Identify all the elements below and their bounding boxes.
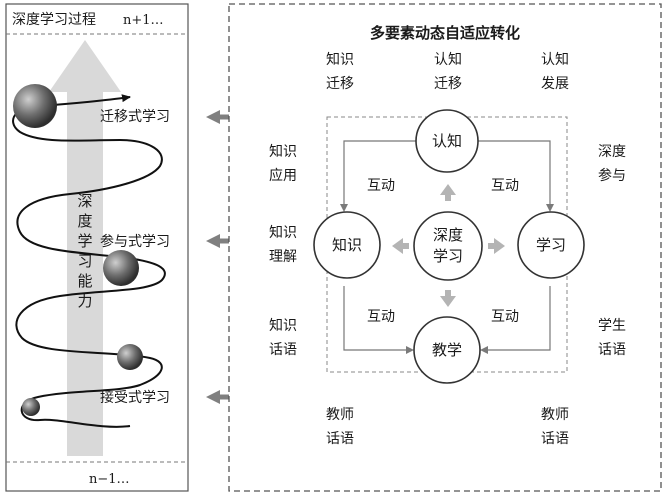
outer-label-4-line2: 应用 [269, 167, 297, 184]
outer-label-1-line1: 知识 [326, 51, 354, 68]
outer-label-5-line2: 参与 [598, 167, 626, 184]
node-top: 认知 [415, 109, 479, 173]
ability-arrow [49, 40, 121, 456]
stage-arrow-2 [206, 234, 235, 248]
stage-arrow-1 [206, 110, 235, 124]
outer-label-9-line2: 话语 [326, 431, 354, 447]
interaction-tr: 互动 [491, 178, 519, 194]
outer-label-5-line1: 深度 [598, 144, 626, 160]
outer-label-10-line2: 话语 [541, 431, 569, 447]
center-arrow-right [488, 238, 505, 254]
outer-label-10-line1: 教师 [541, 407, 569, 423]
center-arrow-left [392, 238, 409, 254]
interaction-br: 互动 [491, 309, 519, 325]
connector-bottom-left [343, 286, 414, 354]
stage-reception-label: 接受式学习 [100, 389, 170, 406]
ability-char-5: 能 [77, 272, 92, 290]
stage-participation-label: 参与式学习 [100, 233, 170, 250]
ball-tiny [22, 398, 40, 416]
ability-char-2: 度 [77, 212, 92, 230]
ball-small [117, 344, 143, 370]
node-left: 知识 [313, 211, 381, 279]
learning-spiral [12, 94, 166, 428]
ability-char-3: 学 [77, 232, 92, 250]
node-right: 学习 [517, 211, 585, 279]
stage-transfer-label: 迁移式学习 [100, 109, 170, 125]
stage-arrow-3 [206, 390, 235, 404]
outer-label-2-line2: 迁移 [434, 76, 462, 92]
ability-label: 深 度 学 习 能 力 [77, 192, 92, 310]
outer-label-6-line1: 知识 [269, 224, 297, 241]
node-top-label: 认知 [432, 132, 462, 150]
outer-label-7-line2: 话语 [269, 342, 297, 358]
right-panel-title: 多要素动态自适应转化 [370, 24, 520, 42]
outer-labels: 知识 迁移 认知 迁移 认知 发展 知识 应用 深度 参与 知识 理解 知识 话… [269, 51, 626, 447]
node-bottom-label: 教学 [432, 341, 462, 359]
outer-label-4-line1: 知识 [269, 143, 297, 160]
ability-char-6: 力 [77, 292, 92, 310]
process-label: 深度学习过程 [12, 12, 96, 28]
outer-label-2-line1: 认知 [434, 51, 462, 68]
left-panel: 深度学习过程 n+1… n−1… 深 度 学 习 能 力 迁移式学习 参与式学习… [5, 3, 235, 492]
outer-label-8-line1: 学生 [598, 318, 626, 334]
center-arrow-down [440, 290, 456, 307]
node-bottom: 教学 [413, 316, 481, 384]
node-center-line2: 学习 [433, 247, 463, 265]
ball-large [13, 84, 57, 128]
interaction-bl: 互动 [367, 309, 395, 325]
node-left-label: 知识 [332, 236, 362, 254]
outer-label-3-line1: 认知 [541, 51, 569, 68]
connector-top-left [340, 140, 416, 212]
outer-label-1-line2: 迁移 [326, 76, 354, 92]
center-arrow-up [440, 184, 456, 201]
node-center: 深度 学习 [413, 211, 483, 281]
outer-label-3-line2: 发展 [541, 76, 569, 92]
connectors [340, 140, 554, 354]
outer-label-9-line1: 教师 [326, 407, 354, 423]
center-arrows [392, 184, 505, 307]
ability-char-4: 习 [77, 252, 92, 270]
outer-label-8-line2: 话语 [598, 342, 626, 358]
process-next-label: n+1… [123, 13, 164, 28]
connector-top-right [478, 140, 554, 212]
right-panel: 多要素动态自适应转化 认知 知识 学习 教学 深度 [228, 3, 662, 492]
process-prev-label: n−1… [89, 472, 130, 487]
ability-char-1: 深 [77, 192, 92, 210]
node-right-label: 学习 [536, 236, 566, 254]
outer-label-7-line1: 知识 [269, 317, 297, 334]
interaction-tl: 互动 [367, 178, 395, 194]
outer-label-6-line2: 理解 [269, 249, 297, 265]
ball-medium [103, 250, 139, 286]
node-center-line1: 深度 [433, 226, 463, 244]
connector-bottom-right [480, 286, 551, 354]
